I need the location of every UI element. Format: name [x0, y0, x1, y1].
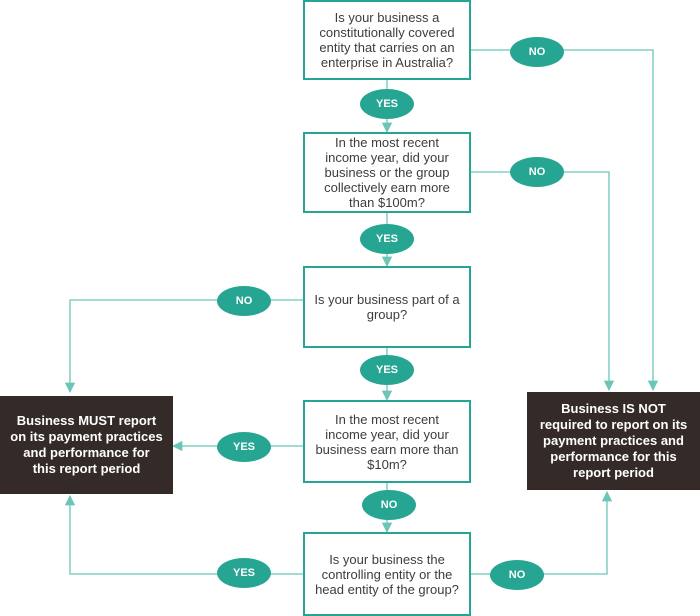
answer-q4-no-pill: NO	[362, 490, 416, 520]
connector-q2-no	[471, 171, 615, 392]
answer-q1-no-pill: NO	[510, 37, 564, 67]
answer-q1-yes-pill: YES	[360, 89, 414, 119]
connector-q1-no	[471, 49, 659, 392]
outcome-must-report: Business MUST report on its payment prac…	[0, 396, 173, 494]
question-business-earn-over-10m: In the most recent income year, did your…	[303, 400, 471, 483]
outcome-not-required: Business IS NOT required to report on it…	[527, 392, 700, 490]
connector-q5-no	[471, 490, 613, 575]
connector-q5-yes	[64, 494, 303, 575]
answer-q5-no-pill: NO	[490, 560, 544, 590]
question-part-of-group: Is your business part of a group?	[303, 266, 471, 348]
connector-q3-no	[64, 299, 303, 394]
question-group-earn-over-100m: In the most recent income year, did your…	[303, 132, 471, 213]
question-constitutionally-covered-entity: Is your business a constitutionally cove…	[303, 0, 471, 80]
answer-q3-yes-pill: YES	[360, 355, 414, 385]
answer-q3-no-pill: NO	[217, 286, 271, 316]
question-controlling-head-entity: Is your business the controlling entity …	[303, 532, 471, 616]
answer-q2-no-pill: NO	[510, 157, 564, 187]
answer-q4-yes-pill: YES	[217, 432, 271, 462]
answer-q5-yes-pill: YES	[217, 558, 271, 588]
answer-q2-yes-pill: YES	[360, 224, 414, 254]
